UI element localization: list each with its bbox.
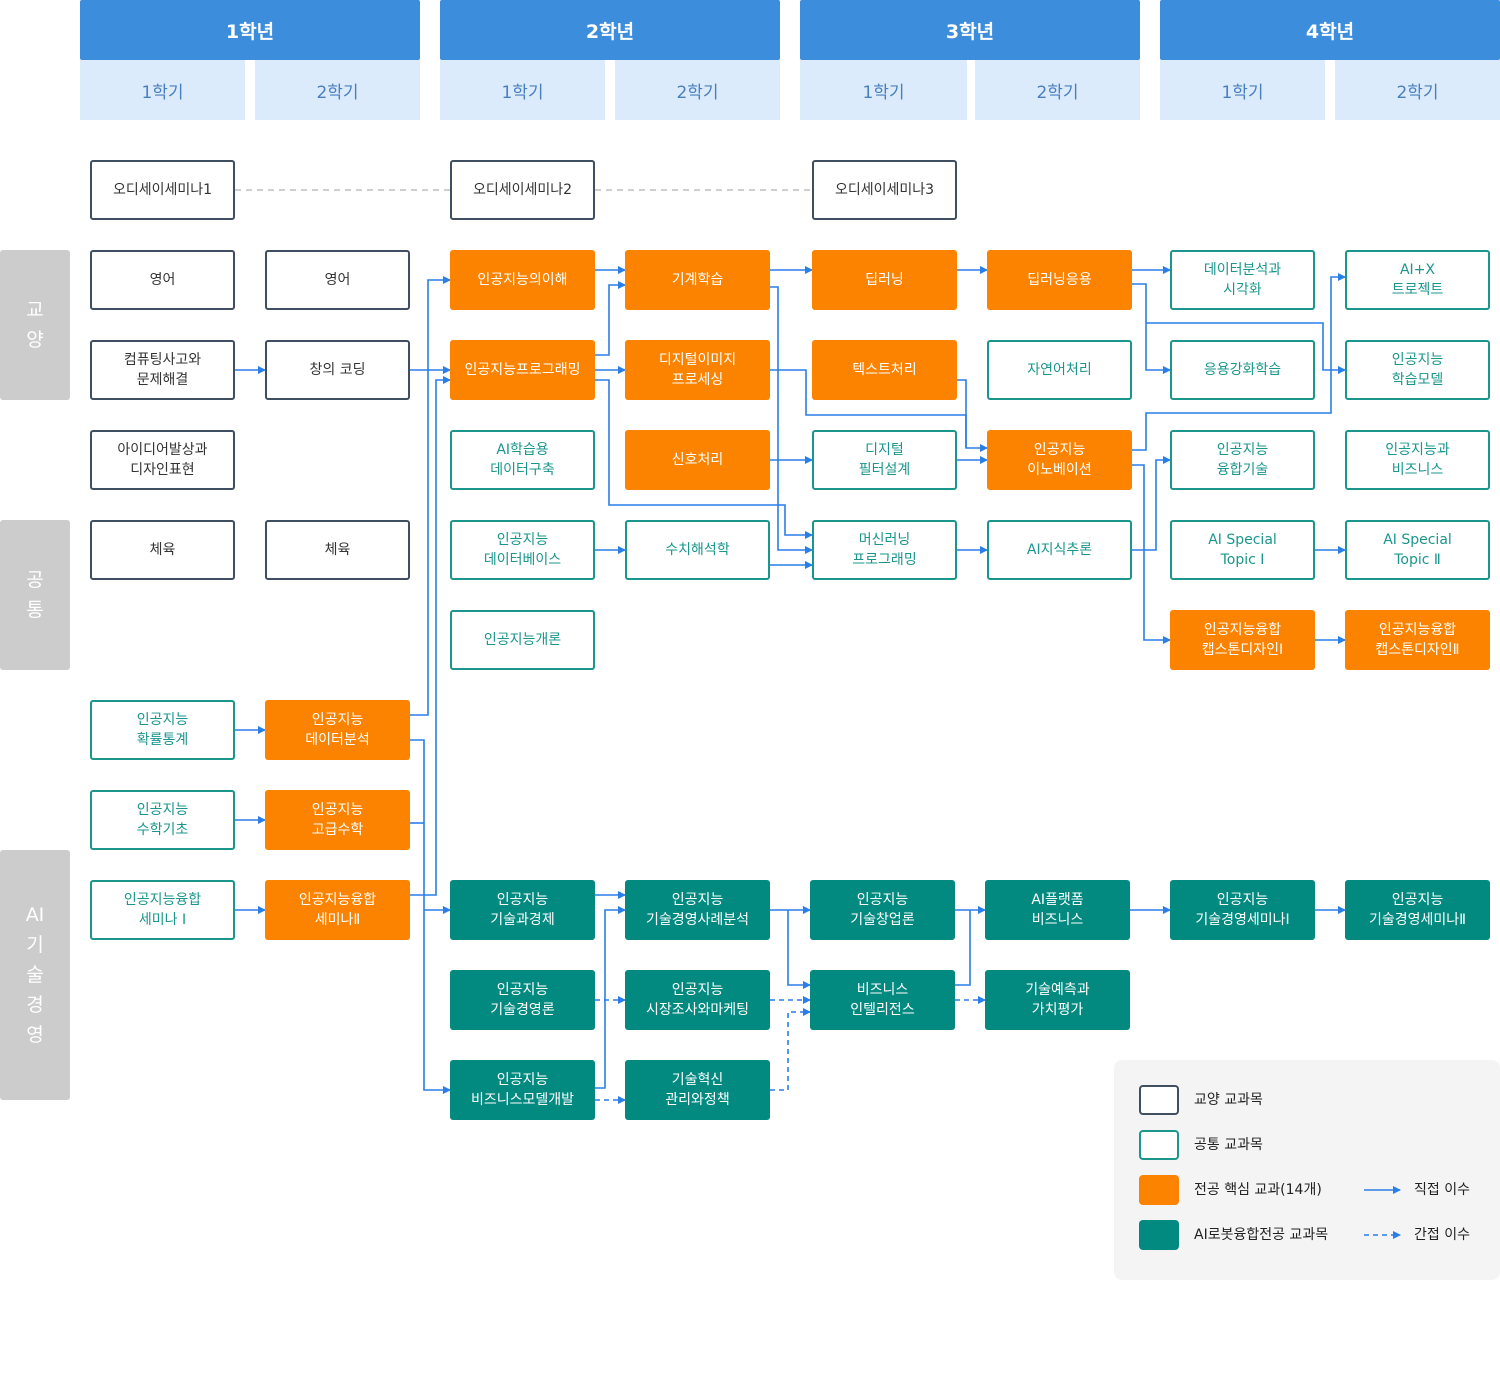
- course-machine-learning: 기계학습: [625, 250, 770, 310]
- legend-swatch-common: [1139, 1130, 1179, 1160]
- legend-swatch-robot: [1139, 1220, 1179, 1250]
- course-ml-programming: 머신러닝 프로그래밍: [812, 520, 957, 580]
- legend-common-label: 공통 교과목: [1194, 1137, 1263, 1153]
- course-ai-seminar-1: 인공지능융합 세미나 Ⅰ: [90, 880, 235, 940]
- course-deep-learning: 딥러닝: [812, 250, 957, 310]
- course-ai-convergence-tech: 인공지능 융합기술: [1170, 430, 1315, 490]
- course-digital-image-processing: 디지털이미지 프로세싱: [625, 340, 770, 400]
- course-tech-innovation: 기술혁신 관리와정책: [625, 1060, 770, 1120]
- course-ai-seminar-2: 인공지능융합 세미나Ⅱ: [265, 880, 410, 940]
- course-business-intelligence: 비즈니스 인텔리전스: [810, 970, 955, 1030]
- course-ai-inference: AI지식추론: [987, 520, 1132, 580]
- course-numerical-analysis: 수치해석학: [625, 520, 770, 580]
- course-ai-tech-economy: 인공지능 기술과경제: [450, 880, 595, 940]
- course-ai-business-model: 인공지능 비즈니스모델개발: [450, 1060, 595, 1120]
- course-english-1: 영어: [90, 250, 235, 310]
- year-header-3: 3학년: [800, 0, 1140, 60]
- course-ai-market-research: 인공지능 시장조사와마케팅: [625, 970, 770, 1030]
- course-pe-2: 체육: [265, 520, 410, 580]
- semester-header: 2학기: [1335, 60, 1500, 120]
- course-text-processing: 텍스트처리: [812, 340, 957, 400]
- course-ai-data-build: AI학습용 데이터구축: [450, 430, 595, 490]
- course-capstone-2: 인공지능융합 캡스톤디자인Ⅱ: [1345, 610, 1490, 670]
- semester-header: 1학기: [1160, 60, 1325, 120]
- course-ai-tech-management: 인공지능 기술경영론: [450, 970, 595, 1030]
- semester-header: 1학기: [800, 60, 967, 120]
- year-header-1: 1학년: [80, 0, 420, 60]
- course-ai-innovation: 인공지능 이노베이션: [987, 430, 1132, 490]
- course-ai-startup: 인공지능 기술창업론: [810, 880, 955, 940]
- course-nlp: 자연어처리: [987, 340, 1132, 400]
- course-creative-coding: 창의 코딩: [265, 340, 410, 400]
- legend-swatch-general: [1139, 1085, 1179, 1115]
- legend-core-label: 전공 핵심 교과(14개): [1194, 1182, 1322, 1198]
- legend-general-label: 교양 교과목: [1194, 1092, 1263, 1108]
- course-ai-and-business: 인공지능과 비즈니스: [1345, 430, 1490, 490]
- legend-swatch-core: [1139, 1175, 1179, 1205]
- course-idea-design: 아이디어발상과 디자인표현: [90, 430, 235, 490]
- course-ai-tm-seminar-1: 인공지능 기술경영세미나Ⅰ: [1170, 880, 1315, 940]
- course-ai-data-analysis: 인공지능 데이터분석: [265, 700, 410, 760]
- year-header-4: 4학년: [1160, 0, 1500, 60]
- semester-header: 1학기: [80, 60, 245, 120]
- course-english-2: 영어: [265, 250, 410, 310]
- course-capstone-1: 인공지능융합 캡스톤디자인Ⅰ: [1170, 610, 1315, 670]
- course-odyssey-seminar-1: 오디세이세미나1: [90, 160, 235, 220]
- course-signal-processing: 신호처리: [625, 430, 770, 490]
- category-general: 교 양: [0, 250, 70, 400]
- course-odyssey-seminar-2: 오디세이세미나2: [450, 160, 595, 220]
- course-ai-understanding: 인공지능의이해: [450, 250, 595, 310]
- course-digital-filter: 디지털 필터설계: [812, 430, 957, 490]
- legend-indirect-label: 간접 이수: [1414, 1227, 1470, 1243]
- semester-header: 2학기: [975, 60, 1140, 120]
- course-ai-learning-model: 인공지능 학습모델: [1345, 340, 1490, 400]
- course-ai-x-project: AI+X 트로젝트: [1345, 250, 1490, 310]
- semester-header: 1학기: [440, 60, 605, 120]
- course-ai-advanced-math: 인공지능 고급수학: [265, 790, 410, 850]
- course-ai-intro: 인공지능개론: [450, 610, 595, 670]
- course-ai-special-topic-2: AI Special Topic Ⅱ: [1345, 520, 1490, 580]
- legend-direct-label: 직접 이수: [1414, 1182, 1470, 1198]
- course-ai-math-basic: 인공지능 수학기초: [90, 790, 235, 850]
- year-header-2: 2학년: [440, 0, 780, 60]
- legend: 교양 교과목 공통 교과목 전공 핵심 교과(14개) AI로봇융합전공 교과목…: [1114, 1060, 1500, 1280]
- category-ai-tech-management: AI 기 술 경 영: [0, 850, 70, 1100]
- course-applied-rl: 응용강화학습: [1170, 340, 1315, 400]
- course-ai-tm-seminar-2: 인공지능 기술경영세미나Ⅱ: [1345, 880, 1490, 940]
- category-common: 공 통: [0, 520, 70, 670]
- course-data-analysis-visualization: 데이터분석과 시각화: [1170, 250, 1315, 310]
- course-pe-1: 체육: [90, 520, 235, 580]
- course-ai-special-topic-1: AI Special Topic Ⅰ: [1170, 520, 1315, 580]
- course-odyssey-seminar-3: 오디세이세미나3: [812, 160, 957, 220]
- course-computing-thinking: 컴퓨팅사고와 문제해결: [90, 340, 235, 400]
- legend-arrow-icons: [1364, 1186, 1401, 1239]
- semester-header: 2학기: [615, 60, 780, 120]
- course-ai-probability: 인공지능 확률통계: [90, 700, 235, 760]
- course-tech-forecast: 기술예측과 가치평가: [985, 970, 1130, 1030]
- course-ai-programming: 인공지능프로그래밍: [450, 340, 595, 400]
- course-deep-learning-application: 딥러닝응용: [987, 250, 1132, 310]
- semester-header: 2학기: [255, 60, 420, 120]
- course-ai-case-analysis: 인공지능 기술경영사례분석: [625, 880, 770, 940]
- course-ai-platform-business: AI플랫폼 비즈니스: [985, 880, 1130, 940]
- legend-robot-label: AI로봇융합전공 교과목: [1194, 1227, 1329, 1243]
- course-ai-database: 인공지능 데이터베이스: [450, 520, 595, 580]
